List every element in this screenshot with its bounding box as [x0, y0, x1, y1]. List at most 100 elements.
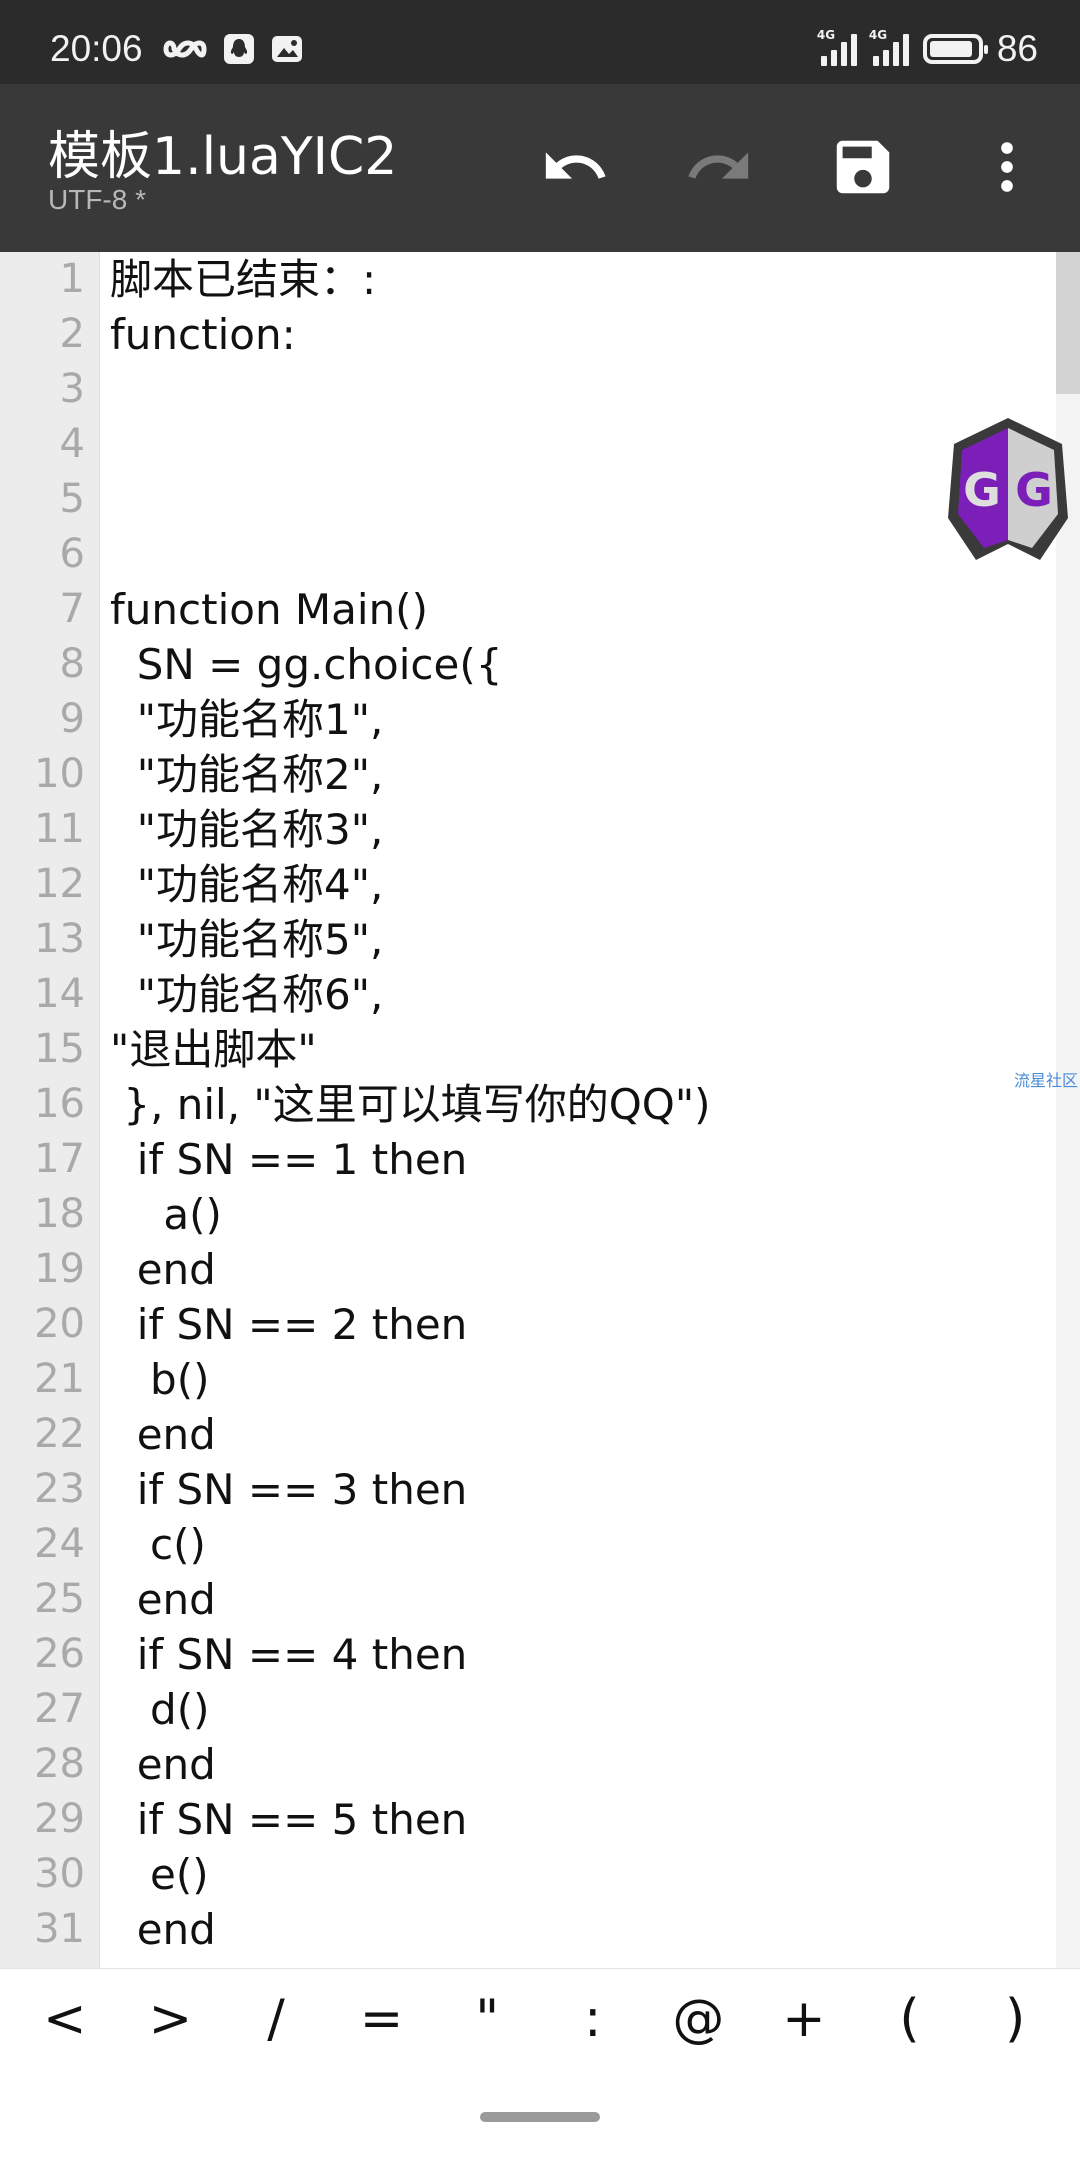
gg-right-letter: G: [1015, 463, 1053, 517]
gallery-notification-icon: [272, 36, 302, 62]
line-number: 13: [34, 916, 85, 962]
line-number: 24: [34, 1521, 85, 1567]
line-number: 31: [34, 1906, 85, 1952]
symbol-input-bar: < > / = " : @ + ( ): [0, 1968, 1080, 2068]
undo-button[interactable]: [532, 124, 618, 210]
network-type-label: 4G: [816, 28, 836, 42]
scrollbar-thumb[interactable]: [1056, 252, 1080, 394]
symbol-key[interactable]: <: [43, 1988, 87, 2049]
code-line[interactable]: c(): [110, 1520, 206, 1569]
code-line[interactable]: "退出脚本": [110, 1025, 317, 1074]
code-line[interactable]: SN = gg.choice({: [110, 640, 503, 689]
line-number: 21: [34, 1356, 85, 1402]
symbol-key[interactable]: =: [359, 1988, 404, 2049]
line-number: 30: [34, 1851, 85, 1897]
code-line[interactable]: function Main(): [110, 585, 428, 634]
line-number: 26: [34, 1631, 85, 1677]
code-line[interactable]: end: [110, 1410, 216, 1459]
line-number: 27: [34, 1686, 85, 1732]
code-line[interactable]: d(): [110, 1685, 210, 1734]
save-icon: [836, 140, 890, 194]
line-number: 20: [34, 1301, 85, 1347]
signal-icon: 4G: [817, 28, 857, 66]
code-line[interactable]: "功能名称5",: [110, 915, 384, 964]
status-notification-icons: [162, 32, 304, 66]
symbol-key[interactable]: /: [267, 1988, 285, 2049]
line-number: 23: [34, 1466, 85, 1512]
undo-icon: [545, 152, 606, 179]
line-number: 15: [34, 1026, 85, 1072]
status-bar: 20:06 4G 4G 86: [0, 0, 1080, 84]
code-line[interactable]: end: [110, 1245, 216, 1294]
line-number: 16: [34, 1081, 85, 1127]
symbol-key[interactable]: +: [782, 1988, 826, 2049]
code-line[interactable]: a(): [110, 1190, 222, 1239]
code-line[interactable]: "功能名称3",: [110, 805, 384, 854]
code-line[interactable]: if SN == 4 then: [110, 1630, 468, 1679]
battery-icon: [922, 34, 988, 64]
status-system-icons: 4G 4G 86: [817, 28, 1038, 70]
more-options-button[interactable]: [964, 124, 1050, 210]
line-number: 8: [59, 641, 85, 687]
line-number: 5: [59, 476, 85, 522]
code-line[interactable]: }, nil, "这里可以填写你的QQ"): [110, 1080, 711, 1129]
navigation-area: [0, 2068, 1080, 2160]
gameguardian-floating-icon[interactable]: G G: [944, 414, 1072, 564]
file-encoding: UTF-8 *: [48, 184, 146, 215]
code-line[interactable]: if SN == 3 then: [110, 1465, 468, 1514]
line-number: 1: [59, 256, 85, 302]
home-indicator[interactable]: [480, 2112, 600, 2122]
infinity-icon: [163, 40, 207, 58]
scrollbar-track[interactable]: [1056, 252, 1080, 1968]
file-title: 模板1.luaYIC2: [48, 127, 398, 187]
line-number: 3: [59, 366, 85, 412]
line-number: 7: [59, 586, 85, 632]
symbol-key[interactable]: :: [584, 1988, 602, 2049]
code-line[interactable]: "功能名称4",: [110, 860, 384, 909]
code-line[interactable]: "功能名称1",: [110, 695, 384, 744]
line-number: 6: [59, 531, 85, 577]
more-vert-icon: [1001, 142, 1013, 192]
signal-icon: 4G: [869, 28, 909, 66]
gg-left-letter: G: [963, 463, 1001, 517]
qq-penguin-icon: [224, 34, 254, 64]
line-number: 9: [59, 696, 85, 742]
code-line[interactable]: if SN == 2 then: [110, 1300, 468, 1349]
symbol-key[interactable]: ": [475, 1988, 500, 2049]
code-line[interactable]: if SN == 1 then: [110, 1135, 468, 1184]
network-type-label: 4G: [868, 28, 888, 42]
code-line[interactable]: e(): [110, 1850, 209, 1899]
code-line[interactable]: "功能名称6",: [110, 970, 384, 1019]
line-number: 28: [34, 1741, 85, 1787]
code-line[interactable]: "功能名称2",: [110, 750, 384, 799]
watermark-text: 流星社区: [1014, 1071, 1079, 1090]
editor-toolbar: 模板1.luaYIC2 UTF-8 *: [0, 84, 1080, 252]
code-line[interactable]: 脚本已结束：:: [110, 255, 377, 304]
symbol-key[interactable]: @: [672, 1988, 725, 2049]
line-number: 11: [34, 806, 85, 852]
redo-button[interactable]: [676, 124, 762, 210]
status-time: 20:06: [50, 28, 143, 69]
symbol-key[interactable]: >: [148, 1988, 193, 2049]
code-line[interactable]: b(): [110, 1355, 210, 1404]
code-line[interactable]: end: [110, 1740, 216, 1789]
line-number: 22: [34, 1411, 85, 1457]
line-number: 10: [34, 751, 85, 797]
code-line[interactable]: end: [110, 1905, 216, 1954]
code-line[interactable]: end: [110, 1575, 216, 1624]
battery-percent: 86: [996, 28, 1038, 69]
line-number: 29: [34, 1796, 85, 1842]
code-line[interactable]: if SN == 5 then: [110, 1795, 468, 1844]
symbol-key[interactable]: ): [1004, 1988, 1026, 2049]
symbol-key[interactable]: (: [899, 1988, 920, 2049]
line-number: 2: [59, 311, 85, 357]
code-line[interactable]: function:: [110, 310, 296, 359]
line-number: 4: [59, 421, 85, 467]
line-number: 14: [34, 971, 85, 1017]
line-number: 18: [34, 1191, 85, 1237]
save-button[interactable]: [820, 124, 906, 210]
line-number: 25: [34, 1576, 85, 1622]
redo-icon: [688, 152, 749, 179]
